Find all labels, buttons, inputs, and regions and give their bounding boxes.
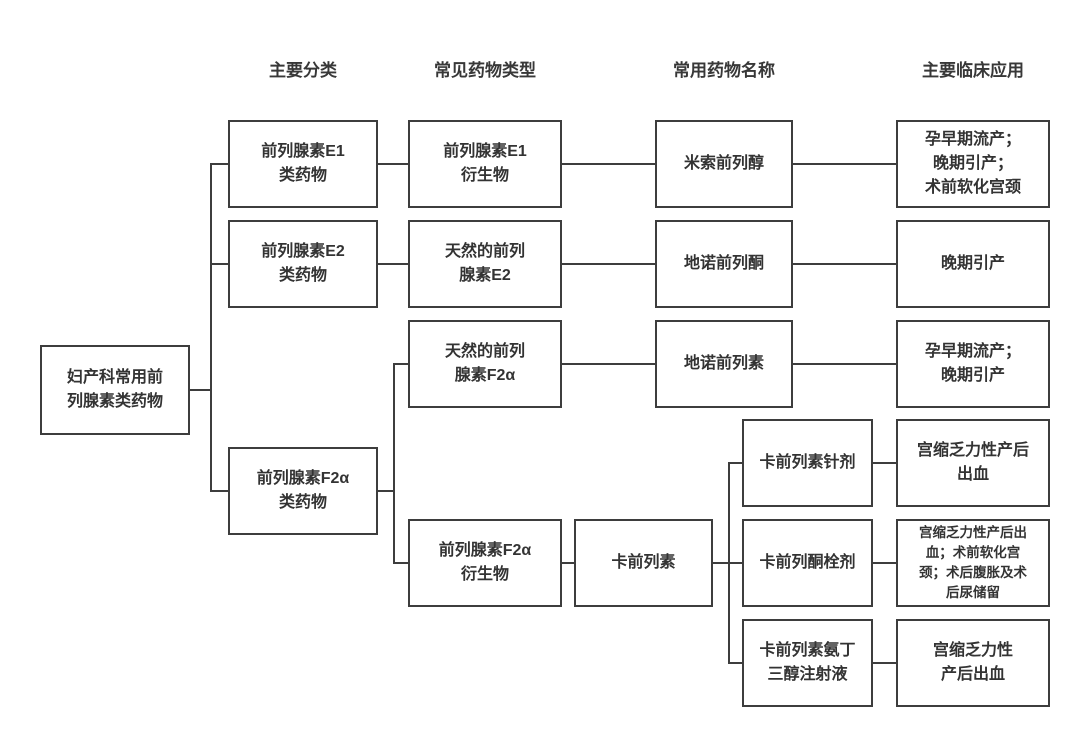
column-header-drug-name: 常用药物名称 bbox=[673, 61, 775, 80]
node-type-f2a-derivative: 前列腺素F2α 衍生物 bbox=[408, 519, 562, 607]
column-header-classification: 主要分类 bbox=[269, 61, 337, 80]
node-form-carboprost-tromethamine: 卡前列素氨丁 三醇注射液 bbox=[742, 619, 873, 707]
connector-trunk-to-class-e1 bbox=[210, 163, 228, 165]
node-app-e2: 晚期引产 bbox=[896, 220, 1050, 308]
node-type-natural-e2: 天然的前列 腺素E2 bbox=[408, 220, 562, 308]
connector-trunk-to-injection-form bbox=[728, 462, 742, 464]
connector-dinoprostone-to-app bbox=[793, 263, 896, 265]
node-class-e1: 前列腺素E1 类药物 bbox=[228, 120, 378, 208]
connector-trunk-to-tromethamine-form bbox=[728, 662, 742, 664]
connector-carboprost-to-trunk bbox=[713, 562, 730, 564]
node-app-suppository: 宫缩乏力性产后出 血；术前软化宫 颈；术后腹胀及术 后尿储留 bbox=[896, 519, 1050, 607]
node-type-natural-f2a: 天然的前列 腺素F2α bbox=[408, 320, 562, 408]
node-app-injection: 宫缩乏力性产后 出血 bbox=[896, 419, 1050, 507]
node-app-tromethamine: 宫缩乏力性 产后出血 bbox=[896, 619, 1050, 707]
connector-injection-to-app bbox=[873, 462, 896, 464]
node-drug-misoprostol: 米索前列醇 bbox=[655, 120, 793, 208]
node-class-f2a: 前列腺素F2α 类药物 bbox=[228, 447, 378, 535]
column-header-drug-type: 常见药物类型 bbox=[434, 61, 536, 80]
connector-type-to-misoprostol bbox=[562, 163, 655, 165]
connector-suppository-to-app bbox=[873, 562, 896, 564]
connector-misoprostol-to-app bbox=[793, 163, 896, 165]
connector-trunk-to-class-e2 bbox=[210, 263, 228, 265]
connector-type-to-dinoprostone bbox=[562, 263, 655, 265]
node-form-carboprost-suppository: 卡前列酮栓剂 bbox=[742, 519, 873, 607]
connector-dinoprost-to-app bbox=[793, 363, 896, 365]
node-type-e1-derivative: 前列腺素E1 衍生物 bbox=[408, 120, 562, 208]
node-drug-dinoprostone: 地诺前列酮 bbox=[655, 220, 793, 308]
connector-trunk-to-natural-f2a bbox=[393, 363, 408, 365]
connector-trunk-to-class-f2a bbox=[210, 490, 228, 492]
node-root: 妇产科常用前 列腺素类药物 bbox=[40, 345, 190, 435]
connector-class-f2a-to-trunk bbox=[378, 490, 395, 492]
node-drug-carboprost: 卡前列素 bbox=[574, 519, 713, 607]
connector-class-e2-to-type bbox=[378, 263, 408, 265]
connector-trunk-to-suppository-form bbox=[728, 562, 742, 564]
trunk-line-f2a-branches bbox=[393, 363, 395, 564]
column-header-clinical-application: 主要临床应用 bbox=[922, 61, 1024, 80]
node-class-e2: 前列腺素E2 类药物 bbox=[228, 220, 378, 308]
connector-derivative-to-carboprost bbox=[562, 562, 574, 564]
node-form-carboprost-injection: 卡前列素针剂 bbox=[742, 419, 873, 507]
connector-type-to-dinoprost bbox=[562, 363, 655, 365]
node-drug-dinoprost: 地诺前列素 bbox=[655, 320, 793, 408]
connector-class-e1-to-type bbox=[378, 163, 408, 165]
connector-tromethamine-to-app bbox=[873, 662, 896, 664]
connector-trunk-to-f2a-derivative bbox=[393, 562, 408, 564]
trunk-line-root-branches bbox=[210, 163, 212, 492]
node-app-f2a-natural: 孕早期流产； 晚期引产 bbox=[896, 320, 1050, 408]
connector-root-to-trunk bbox=[190, 389, 212, 391]
node-app-e1: 孕早期流产； 晚期引产； 术前软化宫颈 bbox=[896, 120, 1050, 208]
